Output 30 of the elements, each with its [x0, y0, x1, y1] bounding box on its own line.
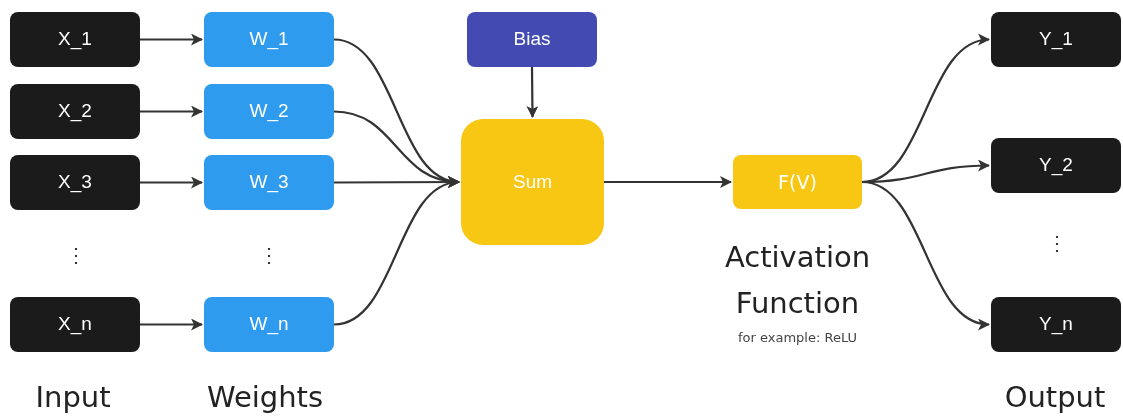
- arrow: [140, 105, 203, 118]
- weight-box: W_n: [204, 297, 334, 352]
- output-box: Y_2: [991, 138, 1121, 193]
- arrow: [333, 178, 460, 326]
- weight-box: W_1: [204, 12, 334, 67]
- arrow: [604, 176, 732, 188]
- note-text: for example: ReLU: [738, 329, 857, 347]
- sum-box: Sum: [461, 119, 604, 245]
- input-box: X_1: [10, 12, 140, 67]
- column-label: Input: [34, 379, 112, 416]
- caption-text: Activation Function: [723, 239, 872, 322]
- output-box: Y_1: [991, 12, 1121, 67]
- column-label: Weights: [205, 379, 325, 416]
- output-box: Y_n: [991, 297, 1121, 352]
- ellipsis: ⋮: [258, 243, 280, 268]
- ellipsis: ⋮: [65, 243, 87, 268]
- bias-box: Bias: [467, 12, 597, 67]
- arrow: [140, 318, 203, 331]
- arrow: [861, 180, 990, 329]
- input-box: X_3: [10, 155, 140, 210]
- column-label: Output: [1003, 379, 1107, 416]
- weight-box: W_3: [204, 155, 334, 210]
- arrow: [526, 67, 539, 118]
- input-box: X_n: [10, 297, 140, 352]
- arrow: [140, 33, 203, 46]
- ellipsis: ⋮: [1046, 231, 1068, 256]
- activation-box: F(V): [733, 155, 862, 209]
- input-box: X_2: [10, 84, 140, 139]
- weight-box: W_2: [204, 84, 334, 139]
- arrow: [140, 176, 203, 189]
